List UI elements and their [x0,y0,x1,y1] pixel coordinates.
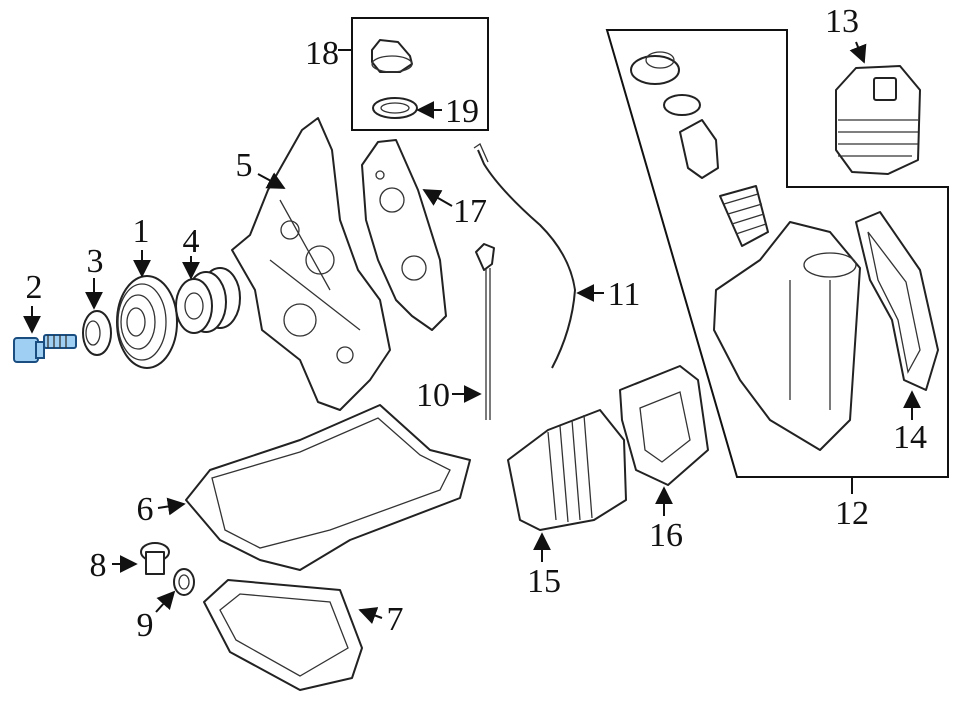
part-12-valve[interactable] [679,119,719,179]
part-9-drain-washer[interactable] [173,568,195,596]
part-15-oil-cooler[interactable] [507,409,627,531]
part-2-bolt[interactable] [13,334,77,363]
part-3-washer[interactable] [82,310,112,356]
callout-13: 13 [825,3,859,40]
part-6-upper-oil-pan[interactable] [185,404,471,571]
callout-16: 16 [649,517,683,554]
part-16-cooler-gasket[interactable] [619,365,709,486]
callout-5: 5 [236,147,253,184]
callout-10: 10 [416,377,450,414]
part-11-dipstick-tube[interactable] [473,143,576,369]
callout-18: 18 [305,35,339,72]
part-7-lower-oil-pan[interactable] [203,579,363,691]
part-13-filter-cap[interactable] [835,65,921,175]
leader-lines [23,41,921,624]
part-14-housing-gasket[interactable] [855,211,939,391]
callout-11: 11 [608,276,641,313]
part-12-filter-housing[interactable] [713,221,861,451]
callout-14: 14 [893,419,927,456]
part-19-seal-ring[interactable] [372,97,418,119]
callout-15: 15 [527,563,561,600]
callout-4: 4 [183,223,200,260]
part-12-spring[interactable] [719,185,769,247]
part-10-dipstick[interactable] [475,243,495,420]
part-8-drain-plug[interactable] [140,542,170,575]
callout-labels: 1 2 3 4 5 6 7 8 9 10 11 12 13 14 15 16 1… [26,3,928,644]
part-1-crankshaft-pulley[interactable] [116,275,178,369]
callout-1: 1 [133,213,150,250]
part-5-timing-cover[interactable] [231,117,391,411]
callout-3: 3 [87,243,104,280]
group-box-filter-housing [605,29,949,478]
part-18-oil-filler-cap[interactable] [371,39,413,73]
callout-8: 8 [90,547,107,584]
part-12-filter-cap-small[interactable] [630,51,680,85]
callout-2: 2 [26,269,43,306]
callout-6: 6 [137,491,154,528]
part-12-o-ring[interactable] [663,94,701,116]
callout-12: 12 [835,495,869,532]
part-17-cover-gasket[interactable] [361,139,447,331]
callout-9: 9 [137,607,154,644]
callout-19: 19 [445,93,479,130]
callout-17: 17 [453,193,487,230]
group-box-oil-cap [351,17,489,131]
part-4-damper[interactable] [175,267,241,334]
callout-7: 7 [387,601,404,638]
